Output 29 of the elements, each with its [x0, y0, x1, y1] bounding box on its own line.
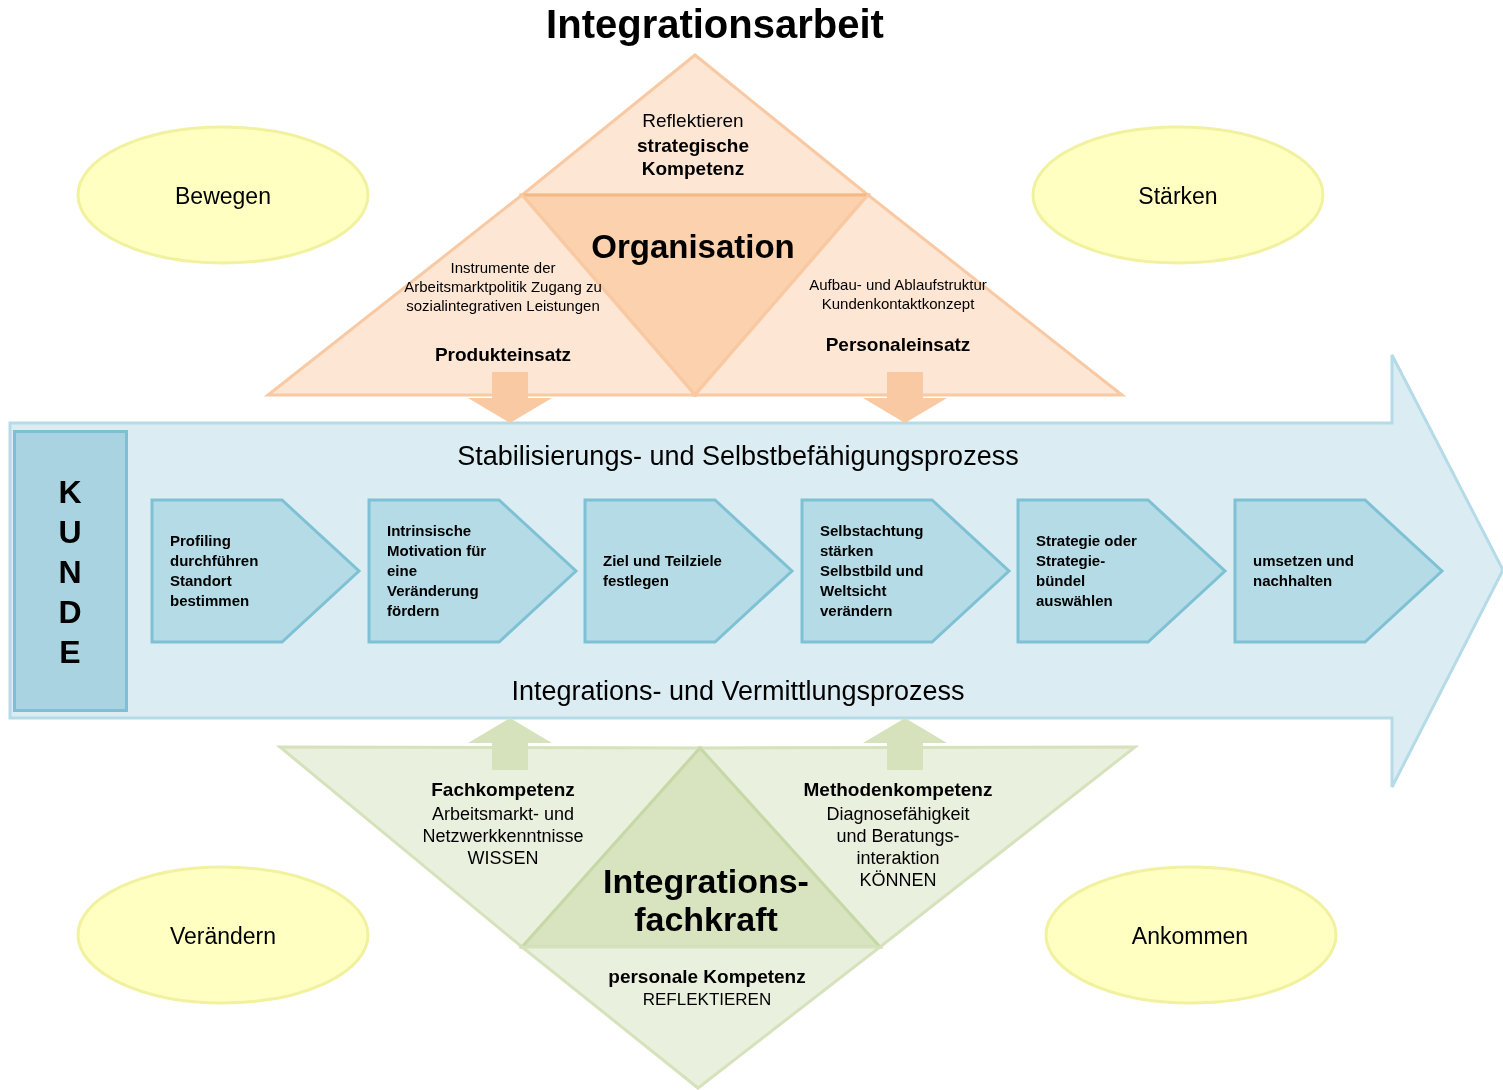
segment-heading: strategische Kompetenz	[636, 135, 750, 181]
ellipse-shape	[76, 125, 370, 265]
ellipse-text: Ankommen	[1130, 923, 1250, 951]
vertical-text: KUNDE	[57, 473, 83, 672]
segment-heading: personale Kompetenz	[607, 966, 807, 989]
chevron-step	[369, 500, 576, 642]
process-label: Stabilisierungs- und Selbstbefähigungsprozess	[456, 440, 1020, 473]
process-label: Integrations- und Vermittlungsprozess	[510, 675, 966, 708]
ellipse-text: Bewegen	[174, 183, 272, 211]
ellipse-shape	[1044, 865, 1338, 1005]
segment-text: REFLEKTIEREN	[641, 990, 773, 1011]
chevron-step	[152, 500, 359, 642]
chevron-step	[802, 500, 1009, 642]
step-text: Profiling durchführen Standort bestimmen	[170, 531, 260, 611]
ellipse-shape	[76, 865, 370, 1005]
step-text: Strategie oder Strategie- bündel auswählen	[1036, 531, 1138, 611]
title: Integrationsarbeit	[545, 2, 885, 47]
step-text: Intrinsische Motivation für eine Veränderung fördern	[387, 521, 488, 621]
chevron-step	[585, 500, 792, 642]
segment-text: Reflektieren	[641, 110, 745, 133]
step-text: Ziel und Teilziele festlegen	[603, 551, 723, 591]
ellipse-text: Stärken	[1137, 183, 1219, 211]
chevron-step	[1018, 500, 1225, 642]
chevron-step	[1235, 500, 1442, 642]
ellipse-shape	[1031, 125, 1325, 265]
step-text: umsetzen und nachhalten	[1253, 551, 1355, 591]
step-text: Selbstachtung stärken Selbstbild und Weltsicht verändern	[820, 521, 925, 621]
customer-box	[13, 430, 128, 712]
ellipse-text: Verändern	[168, 923, 278, 951]
